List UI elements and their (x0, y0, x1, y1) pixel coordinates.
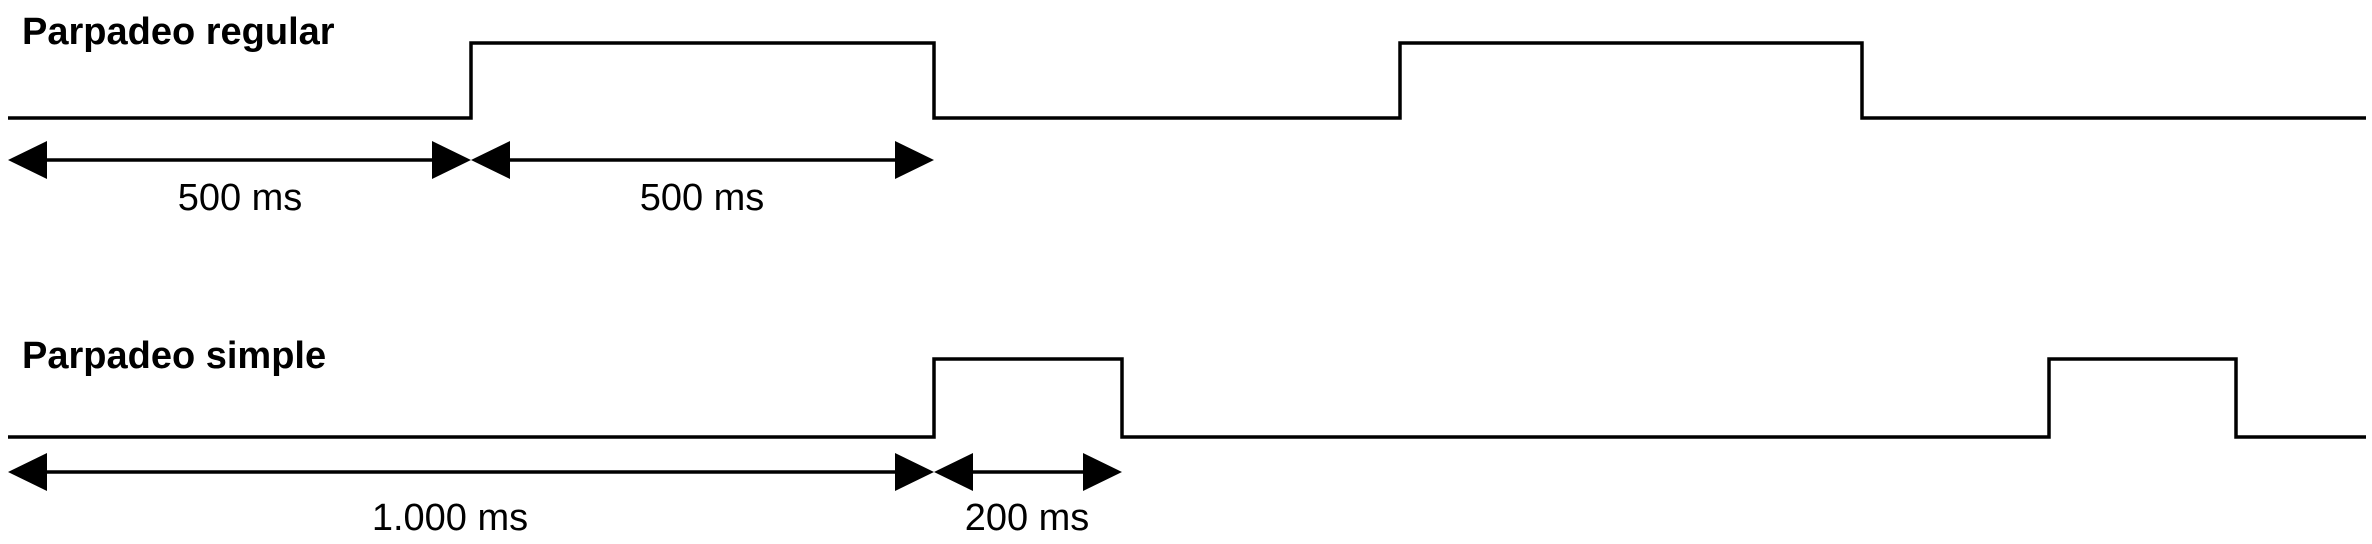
simple-dim-arrow-left-2 (934, 453, 973, 491)
simple-dim-label-1: 1.000 ms (372, 497, 528, 539)
simple-blink-title: Parpadeo simple (22, 335, 326, 377)
regular-dim-arrow-left-2 (471, 141, 510, 179)
regular-dim-arrow-right-2 (895, 141, 934, 179)
regular-blink-section: Parpadeo regular 500 ms 500 ms (8, 11, 2366, 219)
regular-dim-label-2: 500 ms (640, 177, 765, 219)
simple-dim-arrow-right-1 (895, 453, 934, 491)
regular-blink-waveform (8, 41, 2366, 120)
simple-dim-label-2: 200 ms (965, 497, 1090, 539)
simple-dim-arrow-right-2 (1083, 453, 1122, 491)
regular-dim-label-1: 500 ms (178, 177, 303, 219)
regular-blink-title: Parpadeo regular (22, 11, 335, 53)
simple-dim-arrow-left-1 (8, 453, 47, 491)
simple-blink-waveform (8, 357, 2366, 439)
regular-dim-arrow-right-1 (432, 141, 471, 179)
regular-dim-arrow-left-1 (8, 141, 47, 179)
simple-blink-section: Parpadeo simple 1.000 ms 200 ms (8, 335, 2366, 539)
